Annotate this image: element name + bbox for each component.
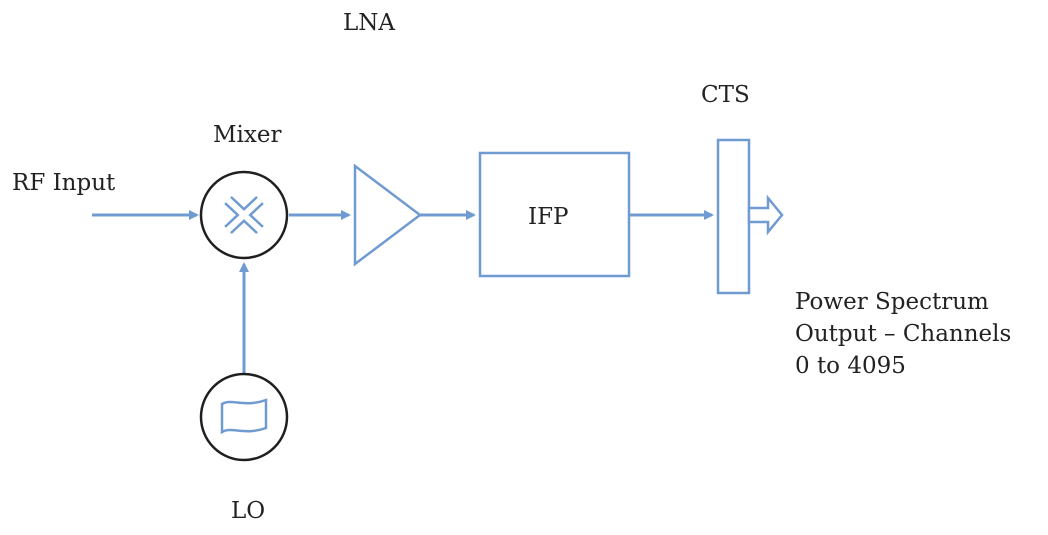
lna-amplifier-symbol bbox=[353, 163, 423, 267]
mixer-symbol bbox=[199, 170, 289, 260]
lo-oscillator-symbol bbox=[199, 372, 289, 462]
output-line-3: 0 to 4095 bbox=[795, 353, 906, 379]
output-line-1: Power Spectrum bbox=[795, 289, 989, 315]
output-description: Power Spectrum Output – Channels 0 to 40… bbox=[795, 286, 1011, 382]
rf-input-label: RF Input bbox=[12, 170, 116, 196]
cts-output-arrow bbox=[747, 194, 784, 236]
ifp-label: IFP bbox=[528, 204, 569, 230]
cts-block bbox=[716, 138, 751, 295]
lo-label: LO bbox=[231, 498, 266, 524]
mixer-label: Mixer bbox=[213, 122, 282, 148]
output-line-2: Output – Channels bbox=[795, 321, 1012, 347]
cts-label: CTS bbox=[701, 82, 750, 108]
lna-label: LNA bbox=[343, 10, 396, 36]
